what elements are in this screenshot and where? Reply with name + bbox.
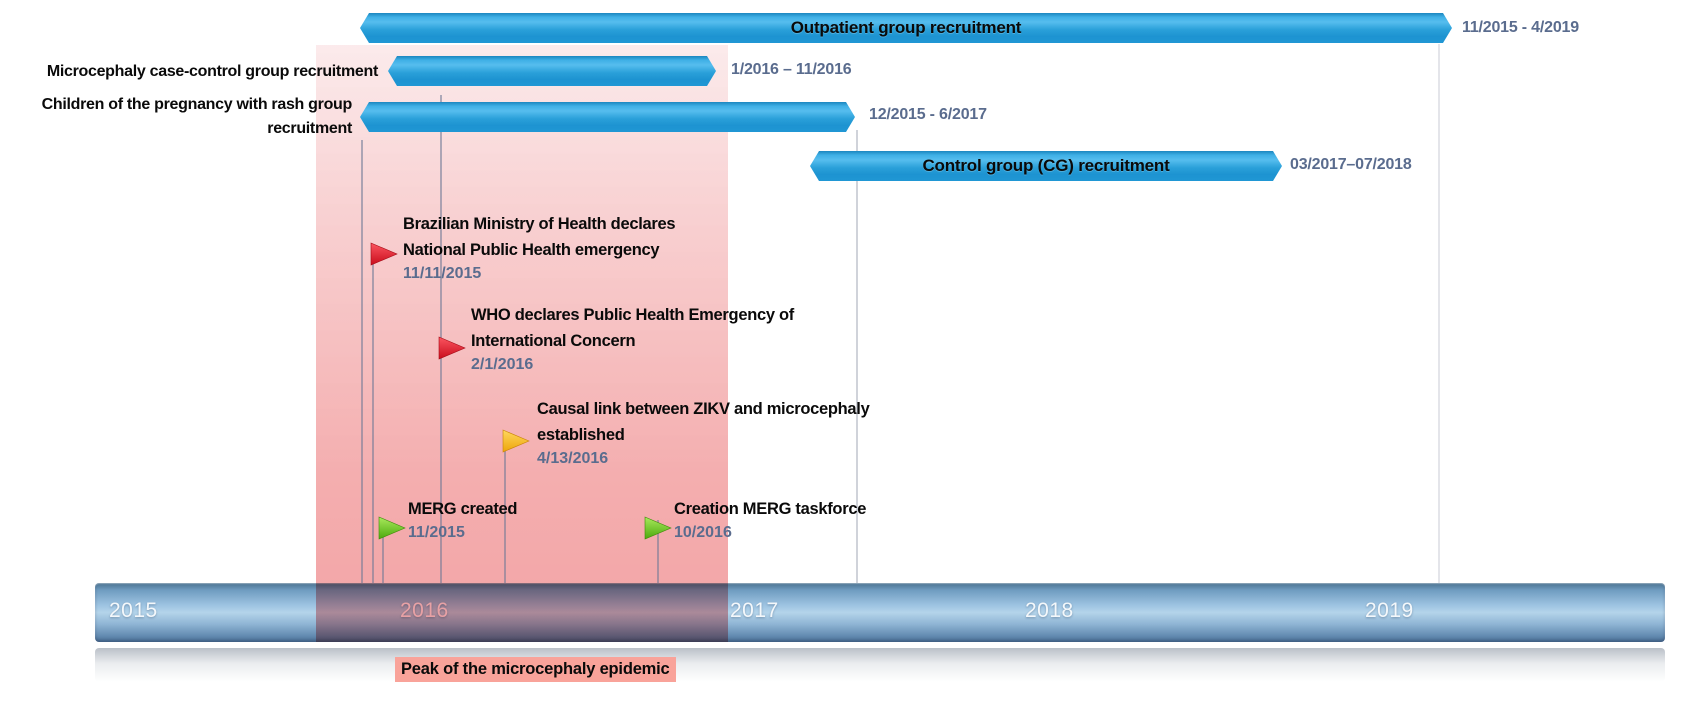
connector-line (361, 140, 363, 583)
date-range-outpatient: 11/2015 - 4/2019 (1462, 19, 1579, 36)
milestone-date: 10/2016 (674, 524, 732, 541)
milestone-merg-taskforce: Creation MERG taskforce 10/2016 (644, 496, 866, 542)
bar-label: Control group (CG) recruitment (922, 156, 1170, 175)
milestone-title: MERG created (408, 500, 518, 518)
milestone-title: WHO declares Public Health Emergency of (471, 306, 794, 324)
green-flag-icon (644, 516, 672, 540)
milestone-date: 2/1/2016 (471, 356, 534, 373)
milestone-date: 11/2015 (408, 524, 465, 541)
year-label: 2019 (1365, 599, 1414, 622)
connector-line (382, 520, 384, 583)
year-label: 2018 (1025, 599, 1074, 622)
connector-line (657, 520, 659, 583)
milestone-title: International Concern (471, 332, 636, 350)
milestone-title: National Public Health emergency (403, 241, 660, 259)
gold-flag-icon (502, 429, 530, 453)
red-flag-icon (370, 242, 398, 266)
bar-label: Outpatient group recruitment (790, 18, 1022, 37)
milestone-zikv-causal-link: Causal link between ZIKV and microcephal… (502, 396, 870, 468)
date-range-children-pregnancy-rash: 12/2015 - 6/2017 (869, 106, 987, 123)
bar-label-children-pregnancy-rash: Children of the pregnancy with rash grou… (0, 93, 353, 141)
milestone-date: 11/11/2015 (403, 265, 482, 282)
connector-line (372, 246, 374, 583)
timeline-reflection (95, 648, 1665, 682)
milestone-title: Brazilian Ministry of Health declares (403, 215, 676, 233)
date-range-microcephaly-case-control: 1/2016 – 11/2016 (731, 61, 852, 78)
milestone-title: Creation MERG taskforce (674, 500, 867, 518)
year-label: 2015 (109, 599, 158, 622)
date-range-control-group: 03/2017–07/2018 (1290, 156, 1412, 173)
recruitment-bar-children-pregnancy-rash (360, 102, 855, 132)
epidemic-peak-label: Peak of the microcephaly epidemic (395, 657, 676, 682)
milestone-date: 4/13/2016 (537, 450, 609, 467)
green-flag-icon (378, 516, 406, 540)
recruitment-bar-outpatient: Outpatient group recruitment (360, 13, 1452, 43)
red-flag-icon (438, 336, 466, 360)
milestone-title: established (537, 426, 625, 444)
milestone-merg-created: MERG created 11/2015 (378, 496, 517, 542)
connector-line (856, 130, 858, 583)
milestone-brazil-national-emergency: Brazilian Ministry of Health declares Na… (370, 211, 676, 283)
recruitment-bar-control-group: Control group (CG) recruitment (810, 151, 1282, 181)
connector-line (504, 434, 506, 583)
year-label: 2017 (730, 599, 779, 622)
label-line: recruitment (267, 120, 352, 137)
epidemic-peak-region (316, 45, 728, 642)
recruitment-bar-microcephaly-case-control (388, 56, 716, 86)
milestone-title: Causal link between ZIKV and microcephal… (537, 400, 870, 418)
label-line: Children of the pregnancy with rash grou… (41, 96, 353, 113)
milestone-who-pheic: WHO declares Public Health Emergency of … (438, 302, 794, 374)
bar-label-microcephaly-case-control: Microcephaly case-control group recruitm… (46, 63, 378, 80)
connector-line (1438, 44, 1440, 583)
